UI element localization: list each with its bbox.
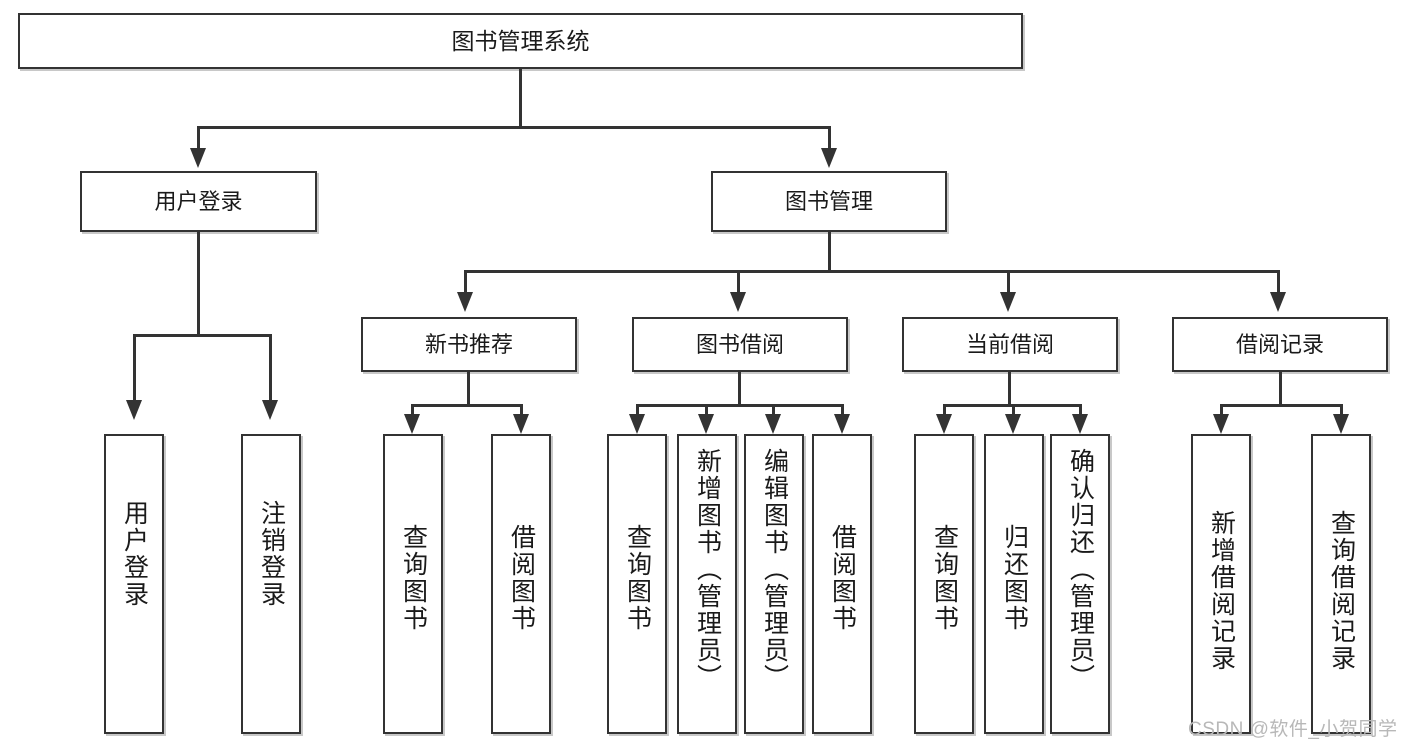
connector-bm-to-book-borrow [737, 270, 740, 294]
leaf-current-borrow-return-books[interactable]: 归还图书 [984, 434, 1044, 734]
node-label: 查询图书 [399, 524, 428, 632]
connector-nb-leaf-1 [411, 404, 414, 420]
arrowhead-new-book-recommend [457, 292, 473, 312]
node-user-login[interactable]: 用户登录 [80, 171, 317, 232]
leaf-book-borrow-edit-book-admin[interactable]: 编辑图书（管理员） [744, 434, 804, 734]
leaf-book-borrow-borrow-books[interactable]: 借阅图书 [812, 434, 872, 734]
node-label: 查询借阅记录 [1327, 510, 1356, 672]
leaf-borrow-records-add-record[interactable]: 新增借阅记录 [1191, 434, 1251, 734]
connector-book-borrow-bus [636, 404, 844, 407]
leaf-user-login-logout[interactable]: 注销登录 [241, 434, 301, 734]
connector-new-book-stem [467, 372, 470, 406]
leaf-book-borrow-query-books[interactable]: 查询图书 [607, 434, 667, 734]
node-label: 借阅记录 [1235, 331, 1324, 357]
arrowhead-bb-leaf-1 [629, 414, 645, 434]
connector-current-borrow-stem [1008, 372, 1011, 406]
node-label: 新增借阅记录 [1207, 510, 1236, 672]
connector-cb-leaf-1 [943, 404, 946, 420]
node-label: 确认归还（管理员） [1066, 448, 1095, 691]
connector-root-stem [519, 69, 522, 128]
connector-cb-leaf-3 [1079, 404, 1082, 420]
connector-cb-leaf-2 [1012, 404, 1015, 420]
connector-user-login-bus [133, 334, 272, 337]
connector-bm-to-current-borrow [1007, 270, 1010, 294]
leaf-new-book-query-books[interactable]: 查询图书 [383, 434, 443, 734]
connector-root-to-book-management [828, 126, 831, 150]
arrowhead-cb-leaf-1 [936, 414, 952, 434]
node-book-borrow[interactable]: 图书借阅 [632, 317, 848, 372]
node-label: 借阅图书 [507, 524, 536, 632]
node-label: 查询图书 [623, 524, 652, 632]
connector-user-login-leaf-2 [269, 334, 272, 402]
arrowhead-book-management [821, 148, 837, 168]
node-current-borrow[interactable]: 当前借阅 [902, 317, 1118, 372]
arrowhead-user-login-leaf-2 [262, 400, 278, 420]
node-borrow-records[interactable]: 借阅记录 [1172, 317, 1388, 372]
node-label: 用户登录 [120, 500, 149, 608]
arrowhead-user-login-leaf-1 [126, 400, 142, 420]
node-label: 当前借阅 [965, 331, 1054, 357]
node-label: 新增图书（管理员） [693, 448, 722, 691]
connector-borrow-records-bus [1220, 404, 1343, 407]
arrowhead-cb-leaf-2 [1005, 414, 1021, 434]
node-label: 查询图书 [930, 524, 959, 632]
connector-bb-leaf-1 [636, 404, 639, 420]
connector-bm-to-borrow-records [1277, 270, 1280, 294]
connector-bb-leaf-2 [705, 404, 708, 420]
node-label: 图书管理系统 [451, 27, 590, 54]
leaf-current-borrow-confirm-return-admin[interactable]: 确认归还（管理员） [1050, 434, 1110, 734]
node-book-management[interactable]: 图书管理 [711, 171, 947, 232]
leaf-user-login-login[interactable]: 用户登录 [104, 434, 164, 734]
node-label: 图书管理 [784, 188, 873, 214]
node-label: 归还图书 [1000, 524, 1029, 632]
arrowhead-br-leaf-1 [1213, 414, 1229, 434]
arrowhead-br-leaf-2 [1333, 414, 1349, 434]
connector-br-leaf-1 [1220, 404, 1223, 420]
arrowhead-borrow-records [1270, 292, 1286, 312]
arrowhead-bb-leaf-2 [698, 414, 714, 434]
connector-bm-to-new-book [464, 270, 467, 294]
connector-book-management-stem [828, 232, 831, 272]
node-root-book-management-system[interactable]: 图书管理系统 [18, 13, 1023, 69]
arrowhead-bb-leaf-3 [765, 414, 781, 434]
connector-book-management-bus [464, 270, 1280, 273]
csdn-watermark: CSDN @软件_小贺同学 [1188, 719, 1398, 740]
arrowhead-bb-leaf-4 [834, 414, 850, 434]
arrowhead-cb-leaf-3 [1072, 414, 1088, 434]
connector-book-borrow-stem [738, 372, 741, 406]
connector-nb-leaf-2 [520, 404, 523, 420]
connector-user-login-leaf-1 [133, 334, 136, 402]
connector-bb-leaf-4 [841, 404, 844, 420]
leaf-current-borrow-query-books[interactable]: 查询图书 [914, 434, 974, 734]
node-label: 用户登录 [154, 188, 243, 214]
arrowhead-nb-leaf-1 [404, 414, 420, 434]
connector-root-to-user-login [197, 126, 200, 150]
connector-borrow-records-stem [1279, 372, 1282, 406]
arrowhead-user-login [190, 148, 206, 168]
node-label: 图书借阅 [695, 331, 784, 357]
connector-bb-leaf-3 [772, 404, 775, 420]
arrowhead-current-borrow [1000, 292, 1016, 312]
arrowhead-nb-leaf-2 [513, 414, 529, 434]
connector-new-book-bus [411, 404, 523, 407]
node-label: 借阅图书 [828, 524, 857, 632]
node-label: 编辑图书（管理员） [760, 448, 789, 691]
connector-br-leaf-2 [1340, 404, 1343, 420]
leaf-new-book-borrow-books[interactable]: 借阅图书 [491, 434, 551, 734]
connector-root-bus [197, 126, 831, 129]
leaf-borrow-records-query-record[interactable]: 查询借阅记录 [1311, 434, 1371, 734]
arrowhead-book-borrow [730, 292, 746, 312]
node-label: 注销登录 [257, 500, 286, 608]
node-new-book-recommend[interactable]: 新书推荐 [361, 317, 577, 372]
connector-user-login-stem [197, 232, 200, 336]
leaf-book-borrow-add-book-admin[interactable]: 新增图书（管理员） [677, 434, 737, 734]
node-label: 新书推荐 [424, 331, 513, 357]
